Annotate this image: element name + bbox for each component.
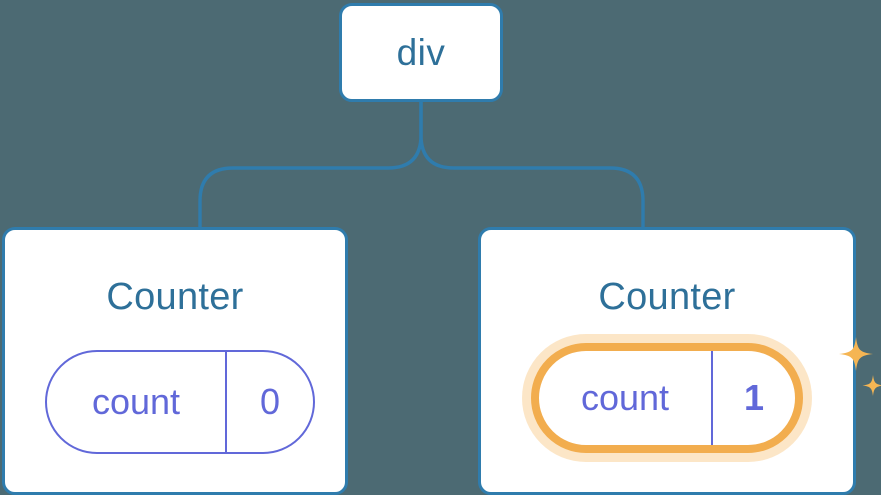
state-pill-left[interactable]: count 0 [45,350,315,454]
state-pill-right[interactable]: count 1 [531,343,803,453]
sparkle-group [839,337,881,396]
card-title-right: Counter [598,276,736,318]
sparkle-large-icon [839,337,873,371]
component-card-counter-left[interactable]: Counter count 0 [2,227,348,495]
sparkle-small-icon [862,375,881,396]
state-pill-divider-left [225,352,227,452]
state-pill-wrapper-right: count 1 [531,337,881,453]
card-title-left: Counter [106,276,244,318]
state-pill-key-left: count [91,381,181,422]
component-card-counter-right[interactable]: Counter count 1 [478,227,881,495]
state-pill-wrapper-left: count 0 [45,350,315,454]
state-pill-divider-right [711,351,713,445]
state-pill-value-left: 0 [259,381,281,422]
node-div[interactable]: div [339,3,503,102]
state-pill-key-right: count [580,377,670,418]
state-pill-value-right: 1 [743,377,765,418]
node-div-label: div [396,32,446,73]
